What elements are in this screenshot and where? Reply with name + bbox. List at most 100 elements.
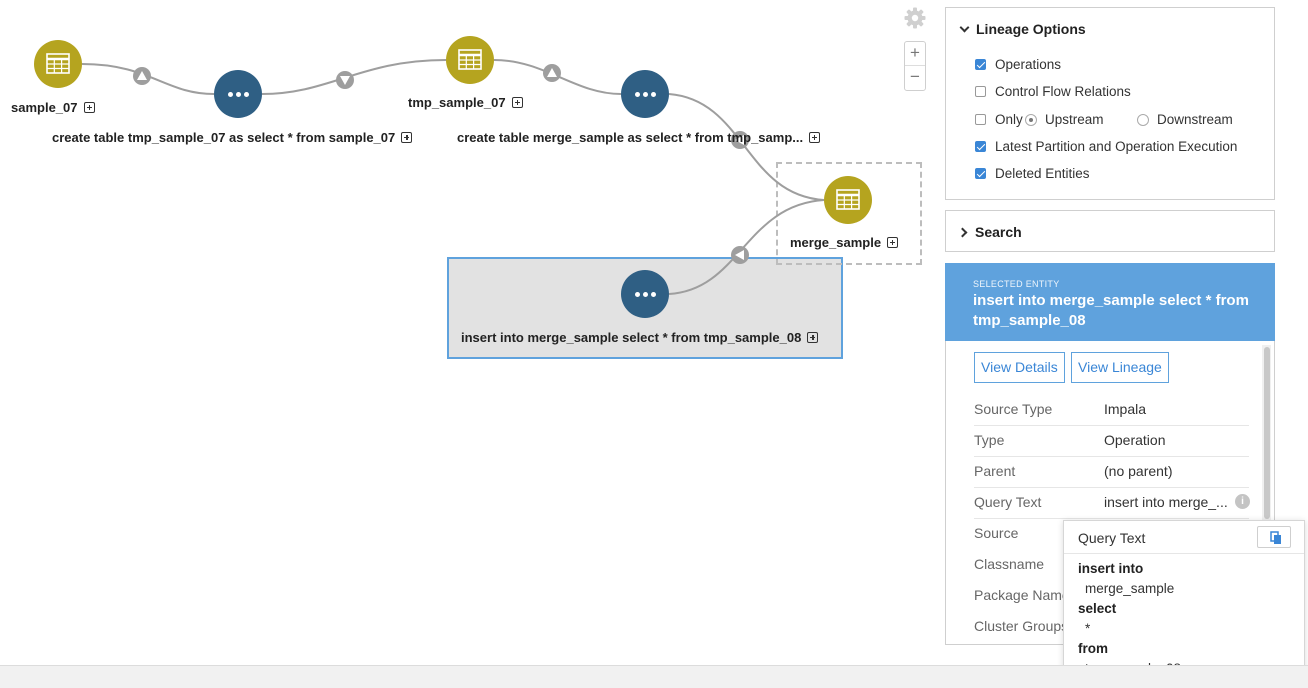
expand-icon[interactable] xyxy=(809,132,821,143)
property-key: Cluster Groups xyxy=(974,618,1069,634)
node-merge-sample[interactable] xyxy=(824,176,872,224)
node-operation-2[interactable] xyxy=(621,70,669,118)
selected-entity-title: insert into merge_sample select * from t… xyxy=(973,292,1249,329)
lineage-graph-canvas[interactable]: sample_07 create table tmp_sample_07 as … xyxy=(0,0,940,665)
search-title: Search xyxy=(975,224,1022,240)
node-operation-1[interactable] xyxy=(214,70,262,118)
chevron-down-icon xyxy=(959,22,970,32)
option-label: Operations xyxy=(995,57,1062,72)
row-divider xyxy=(974,425,1249,426)
node-label-operation-1[interactable]: create table tmp_sample_07 as select * f… xyxy=(52,130,413,145)
edge-arrow-up[interactable] xyxy=(133,67,151,85)
property-key: Query Text xyxy=(974,494,1042,510)
option-label: Deleted Entities xyxy=(995,166,1090,181)
zoom-out-button[interactable]: − xyxy=(910,67,920,86)
gear-icon[interactable] xyxy=(903,6,927,30)
node-label-operation-3[interactable]: insert into merge_sample select * from t… xyxy=(461,330,819,345)
query-text-value: insert into merge_... xyxy=(1104,494,1228,510)
option-control-flow[interactable]: Control Flow Relations xyxy=(975,84,1131,99)
property-key: Package Name xyxy=(974,587,1070,603)
option-operations[interactable]: Operations xyxy=(975,57,1061,72)
node-label-text: create table tmp_sample_07 as select * f… xyxy=(52,130,396,145)
row-divider xyxy=(974,487,1249,488)
edge-op2-mergesample xyxy=(668,93,825,201)
node-label-sample-07[interactable]: sample_07 xyxy=(11,100,95,115)
view-lineage-button[interactable]: View Lineage xyxy=(1071,352,1169,383)
more-dots-icon xyxy=(621,70,669,118)
table-icon xyxy=(46,53,70,74)
node-sample-07[interactable] xyxy=(34,40,82,88)
node-label-text: create table merge_sample as select * fr… xyxy=(457,130,804,145)
option-latest-partition[interactable]: Latest Partition and Operation Execution xyxy=(975,139,1237,154)
table-icon xyxy=(458,49,482,70)
expand-icon[interactable] xyxy=(401,132,413,143)
node-tmp-sample-07[interactable] xyxy=(446,36,494,84)
control-flow-checkbox[interactable] xyxy=(975,86,986,97)
edge-arrow-left[interactable] xyxy=(731,246,749,264)
operations-checkbox[interactable] xyxy=(975,59,986,70)
option-only[interactable]: Only xyxy=(975,112,1023,127)
option-label: Control Flow Relations xyxy=(995,84,1131,99)
scrollbar-thumb[interactable] xyxy=(1264,347,1270,519)
popover-divider xyxy=(1064,553,1304,554)
expand-icon[interactable] xyxy=(807,332,819,343)
property-key: Parent xyxy=(974,463,1016,479)
lineage-options-panel: Lineage Options Operations Control Flow … xyxy=(945,7,1275,200)
sql-keyword: insert into xyxy=(1078,561,1144,576)
only-checkbox[interactable] xyxy=(975,114,986,125)
upstream-radio[interactable] xyxy=(1025,113,1037,126)
popover-title: Query Text xyxy=(1078,530,1146,546)
edge-arrow-left[interactable] xyxy=(731,131,749,149)
bottom-status-bar xyxy=(0,665,1308,688)
row-divider xyxy=(974,456,1249,457)
option-deleted-entities[interactable]: Deleted Entities xyxy=(975,166,1090,181)
node-label-merge-sample[interactable]: merge_sample xyxy=(790,235,899,250)
edge-arrow-down[interactable] xyxy=(336,71,354,89)
option-label: Only xyxy=(995,112,1023,127)
selected-entity-header: SELECTED ENTITY insert into merge_sample… xyxy=(945,263,1275,341)
expand-icon[interactable] xyxy=(887,237,899,248)
copy-button[interactable] xyxy=(1257,526,1291,548)
search-panel[interactable]: Search xyxy=(945,210,1275,252)
table-icon xyxy=(836,189,860,210)
zoom-in-button[interactable]: + xyxy=(905,42,925,66)
node-operation-3[interactable] xyxy=(621,270,669,318)
option-upstream[interactable]: Upstream xyxy=(1025,112,1104,127)
node-label-tmp-sample-07[interactable]: tmp_sample_07 xyxy=(408,95,523,110)
more-dots-icon xyxy=(621,270,669,318)
latest-partition-checkbox[interactable] xyxy=(975,141,986,152)
zoom-control: + − xyxy=(904,41,926,91)
more-dots-icon xyxy=(214,70,262,118)
deleted-entities-checkbox[interactable] xyxy=(975,168,986,179)
lineage-options-header[interactable]: Lineage Options xyxy=(959,21,1086,37)
property-key: Source xyxy=(974,525,1019,541)
option-label: Latest Partition and Operation Execution xyxy=(995,139,1238,154)
property-key: Classname xyxy=(974,556,1045,572)
node-label-text: tmp_sample_07 xyxy=(408,95,506,110)
node-label-text: sample_07 xyxy=(11,100,78,115)
node-label-text: merge_sample xyxy=(790,235,882,250)
node-label-text: insert into merge_sample select * from t… xyxy=(461,330,802,345)
edge-op1-tmpsample07 xyxy=(261,59,447,95)
property-value: (no parent) xyxy=(1104,463,1173,479)
edge-arrow-up[interactable] xyxy=(543,64,561,82)
option-label: Downstream xyxy=(1157,112,1233,127)
downstream-radio[interactable] xyxy=(1137,113,1149,126)
lineage-options-title: Lineage Options xyxy=(976,21,1086,37)
node-label-operation-2[interactable]: create table merge_sample as select * fr… xyxy=(457,130,821,145)
expand-icon[interactable] xyxy=(511,97,523,108)
property-value: Operation xyxy=(1104,432,1166,448)
property-key: Source Type xyxy=(974,401,1053,417)
sql-keyword: select xyxy=(1078,601,1117,616)
query-text-popover: Query Text insert into merge_sample sele… xyxy=(1063,520,1305,683)
sql-value: * xyxy=(1085,621,1091,636)
info-icon[interactable]: i xyxy=(1235,494,1250,509)
edge-sample07-op1 xyxy=(81,63,215,95)
view-details-button[interactable]: View Details xyxy=(974,352,1065,383)
sql-value: merge_sample xyxy=(1085,581,1175,596)
sql-keyword: from xyxy=(1078,641,1108,656)
row-divider xyxy=(974,518,1249,519)
expand-icon[interactable] xyxy=(83,102,95,113)
search-header[interactable]: Search xyxy=(957,224,1022,240)
option-downstream[interactable]: Downstream xyxy=(1137,112,1233,127)
